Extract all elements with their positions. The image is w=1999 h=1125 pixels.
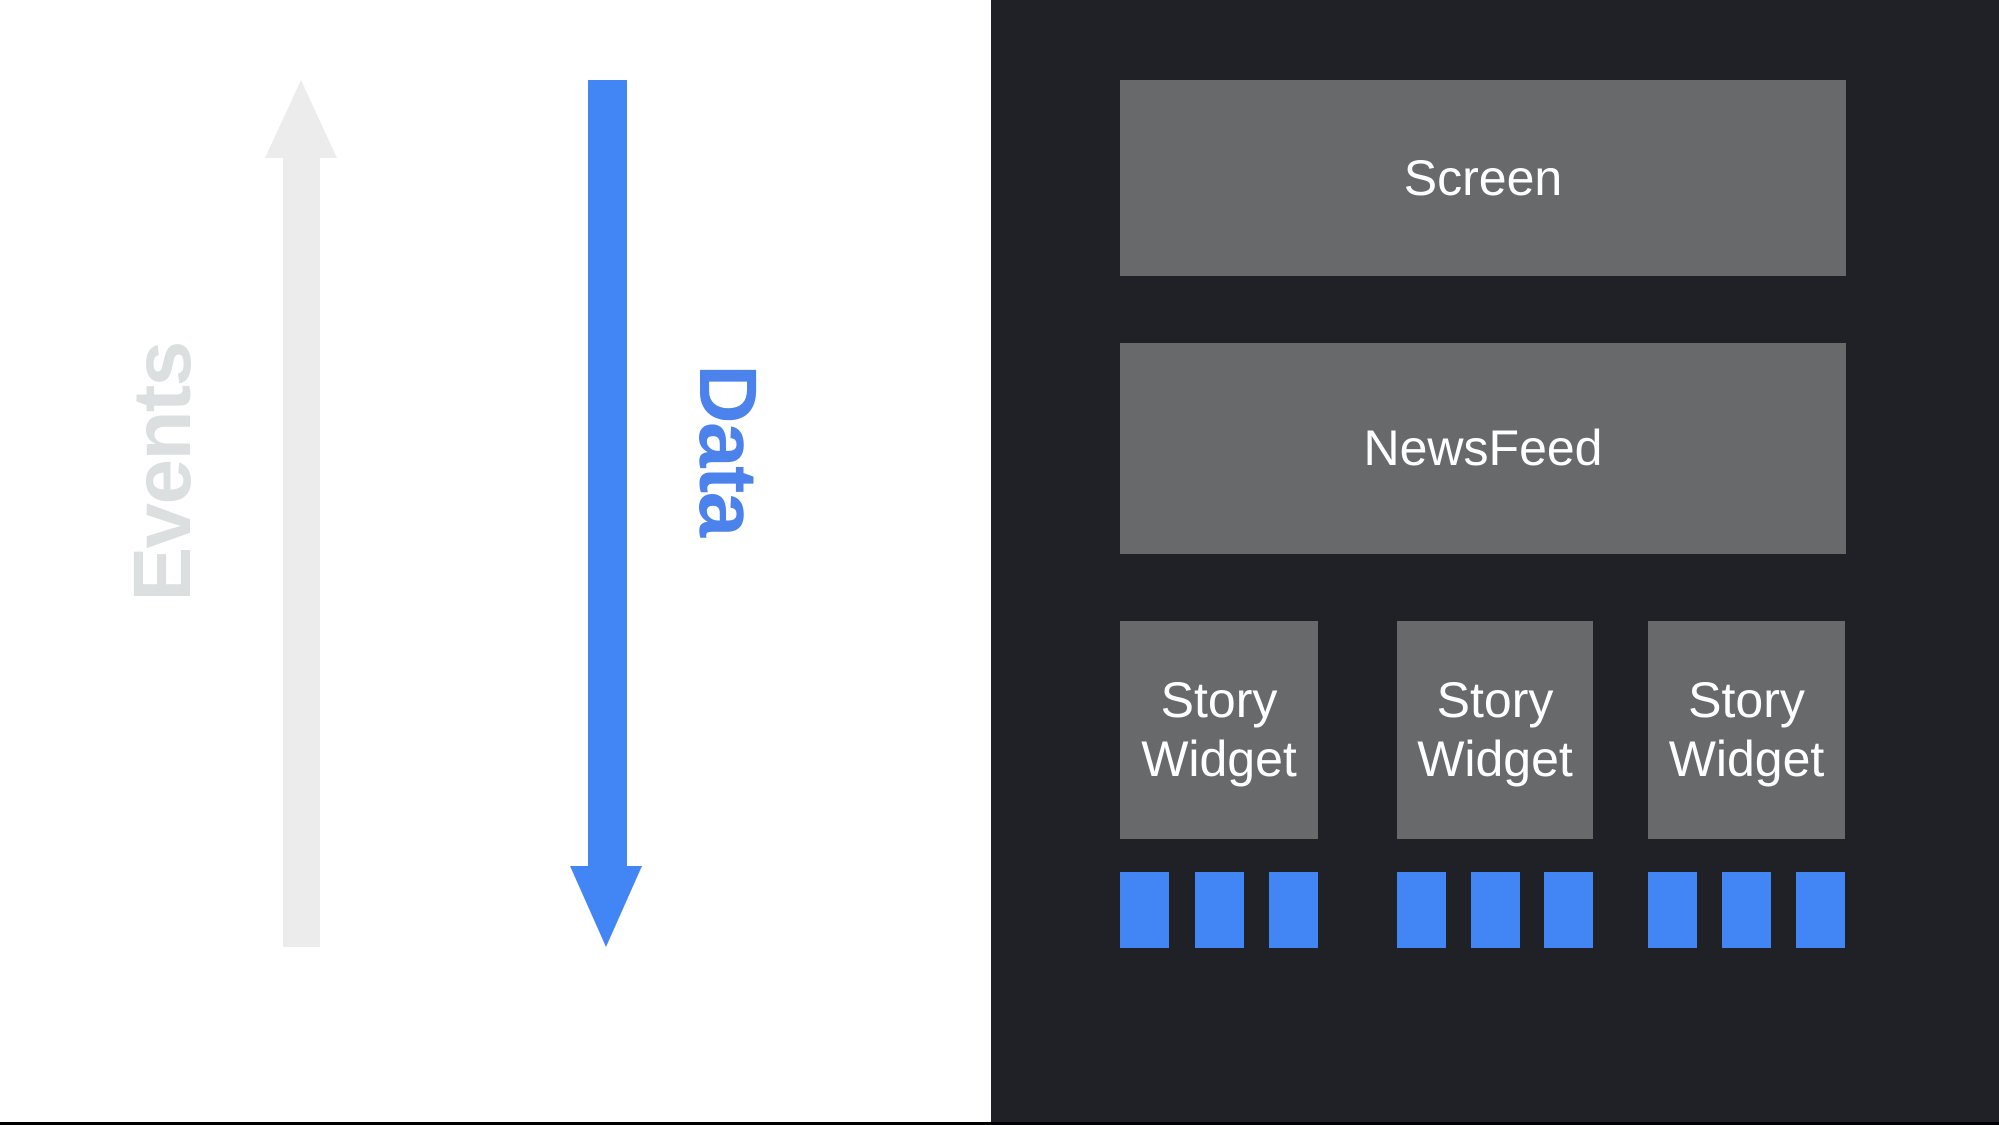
data-bar-group xyxy=(1397,872,1593,948)
data-bar-group xyxy=(1648,872,1845,948)
down-arrow-head-icon xyxy=(570,866,642,947)
widget-tree-panel: Screen NewsFeed Story Widget Story Widge… xyxy=(991,0,1999,1125)
data-label: Data xyxy=(682,364,773,536)
data-bar xyxy=(1194,872,1244,948)
story-widget-box: Story Widget xyxy=(1120,621,1318,839)
story-widget-label: Story Widget xyxy=(1417,672,1573,787)
events-data-flow-panel: Events Data xyxy=(0,0,991,1125)
data-bar xyxy=(1796,872,1845,948)
bottom-edge-strip xyxy=(0,1122,1999,1125)
data-bar xyxy=(1397,872,1446,948)
data-bar xyxy=(1120,872,1169,948)
data-bar xyxy=(1544,872,1593,948)
story-widget-box: Story Widget xyxy=(1648,621,1845,839)
events-label: Events xyxy=(117,342,208,602)
up-arrow-shaft xyxy=(283,156,320,947)
data-bar xyxy=(1648,872,1697,948)
story-widget-label: Story Widget xyxy=(1141,672,1297,787)
story-widget-box: Story Widget xyxy=(1397,621,1593,839)
data-bar xyxy=(1470,872,1520,948)
data-bar xyxy=(1722,872,1771,948)
data-bar-group xyxy=(1120,872,1318,948)
screen-box-label: Screen xyxy=(1403,149,1563,206)
up-arrow-head-icon xyxy=(265,80,337,158)
data-bar xyxy=(1269,872,1318,948)
down-arrow-shaft xyxy=(588,80,627,868)
story-widget-label: Story Widget xyxy=(1668,672,1825,787)
screen-box: Screen xyxy=(1120,80,1846,276)
newsfeed-box-label: NewsFeed xyxy=(1363,420,1603,476)
newsfeed-box: NewsFeed xyxy=(1120,343,1846,554)
